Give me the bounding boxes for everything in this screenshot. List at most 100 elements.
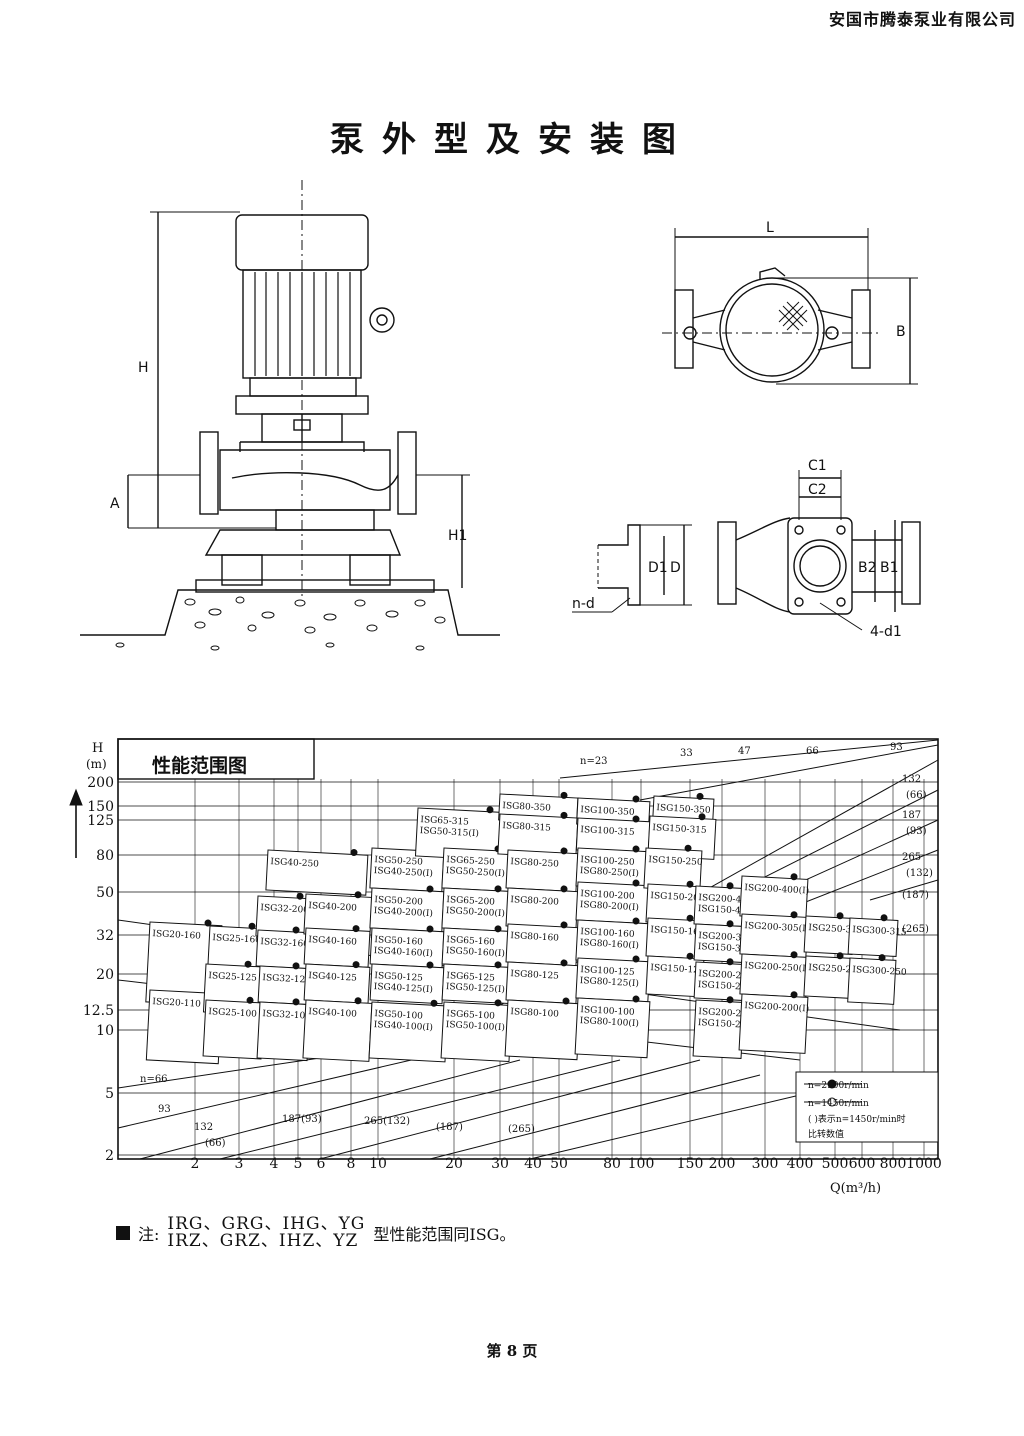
outlet-flange — [397, 431, 417, 515]
x-tick-label: 80 — [603, 1156, 621, 1172]
x-tick-label: 8 — [347, 1156, 356, 1172]
operating-point — [350, 849, 358, 857]
operating-point — [494, 961, 502, 969]
chart-frame — [117, 738, 939, 1160]
model-label: ISG200-250(I) — [744, 960, 809, 974]
operating-point — [292, 926, 300, 934]
model-box: ISG80-160 — [505, 921, 579, 967]
operating-point — [686, 952, 694, 960]
model-label: ISG50-125(I) — [446, 981, 506, 995]
ns-bottom-label: 93 — [158, 1104, 171, 1115]
ns-bottom-label: 132 — [194, 1122, 213, 1133]
operating-point — [790, 991, 798, 999]
model-label: ISG150-160 — [650, 925, 705, 938]
operating-point — [878, 954, 886, 962]
model-box: ISG150-160 — [645, 914, 705, 960]
model-label: ISG50-250(I) — [446, 865, 506, 879]
ns-right-label: (187) — [902, 890, 929, 901]
operating-point — [292, 962, 300, 970]
operating-point — [632, 795, 640, 803]
model-box: ISG80-250 — [505, 847, 579, 893]
operating-point — [352, 925, 360, 933]
dim-A: A — [110, 496, 120, 512]
operating-point — [790, 911, 798, 919]
model-label: ISG65-100 — [446, 1009, 495, 1022]
model-label: ISG40-125 — [308, 971, 357, 984]
operating-point — [790, 873, 798, 881]
operating-point — [836, 912, 844, 920]
model-box: ISG200-200(I) — [738, 991, 809, 1054]
dim-H: H — [138, 360, 149, 376]
model-label: ISG25-125 — [208, 971, 257, 984]
foundation — [80, 589, 500, 636]
page-number: 第 8 页 — [486, 1342, 538, 1360]
note: 注: IRG、GRG、IHG、YG IRZ、GRZ、IHZ、YZ 型性能范围同I… — [116, 1216, 515, 1250]
operating-point — [686, 914, 694, 922]
model-label: ISG150-250 — [648, 855, 703, 868]
operating-point — [632, 845, 640, 853]
x-tick-label: 150 — [677, 1156, 704, 1172]
operating-point — [836, 952, 844, 960]
x-tick-label: 30 — [491, 1156, 509, 1172]
company-name: 安国市腾泰泵业有限公司 — [828, 10, 1016, 29]
model-box: ISG20-160 — [145, 919, 223, 1007]
model-label: ISG65-315 — [420, 815, 469, 828]
model-label: ISG80-100(I) — [580, 1015, 640, 1029]
operating-point — [560, 921, 568, 929]
legend-paren: ( )表示n=1450r/min时 — [808, 1113, 906, 1125]
model-label: ISG80-315 — [502, 821, 551, 834]
model-label: ISG100-125 — [580, 965, 635, 978]
y-unit-H: H — [92, 741, 103, 756]
x-tick-label: 20 — [445, 1156, 463, 1172]
model-label: ISG80-250 — [510, 857, 559, 870]
model-label: ISG40-160 — [308, 935, 357, 948]
model-label: ISG20-110 — [152, 997, 201, 1010]
model-label: ISG80-125 — [510, 969, 559, 982]
model-label: ISG200-400(I) — [744, 882, 809, 896]
operating-point — [632, 917, 640, 925]
junction-box — [369, 307, 395, 333]
model-label: ISG200-305(I) — [744, 920, 809, 934]
x-tick-label: 4 — [270, 1156, 279, 1172]
y-tick-label: 10 — [96, 1023, 114, 1039]
model-label: ISG50-250 — [374, 855, 423, 868]
operating-point — [426, 925, 434, 933]
x-tick-label: 1000 — [906, 1156, 942, 1172]
dim-n-d: n-d — [572, 596, 595, 612]
model-label: ISG200-200 — [698, 1007, 753, 1020]
operating-point — [632, 995, 640, 1003]
ns-bottom-label: 265(132) — [364, 1116, 410, 1127]
operating-point — [880, 914, 888, 922]
model-label: ISG150-315 — [652, 823, 707, 836]
model-label: ISG40-200 — [308, 901, 357, 914]
operating-point — [426, 885, 434, 893]
model-label: ISG40-125(I) — [374, 981, 434, 995]
model-box: ISG40-100 — [302, 997, 373, 1062]
model-label: ISG200-250 — [698, 969, 753, 982]
operating-point — [562, 997, 570, 1005]
x-tick-label: 600 — [849, 1156, 876, 1172]
note-bullet — [116, 1226, 130, 1240]
model-label: ISG100-200 — [580, 889, 635, 902]
dim-L: L — [766, 220, 774, 236]
x-tick-label: 200 — [709, 1156, 736, 1172]
ns-bottom-label: (265) — [508, 1124, 535, 1135]
model-label: ISG100-100 — [580, 1005, 635, 1018]
model-label: ISG80-100 — [510, 1007, 559, 1020]
operating-point — [790, 951, 798, 959]
note-models: IRG、GRG、IHG、YG IRZ、GRZ、IHZ、YZ — [167, 1216, 365, 1250]
pump-side-view — [80, 180, 500, 651]
model-label: ISG100-250 — [580, 855, 635, 868]
x-tick-label: 3 — [235, 1156, 244, 1172]
x-tick-label: 400 — [787, 1156, 814, 1172]
dim-B1: B1 — [880, 560, 899, 576]
model-box: ISG80-315 — [497, 811, 579, 859]
